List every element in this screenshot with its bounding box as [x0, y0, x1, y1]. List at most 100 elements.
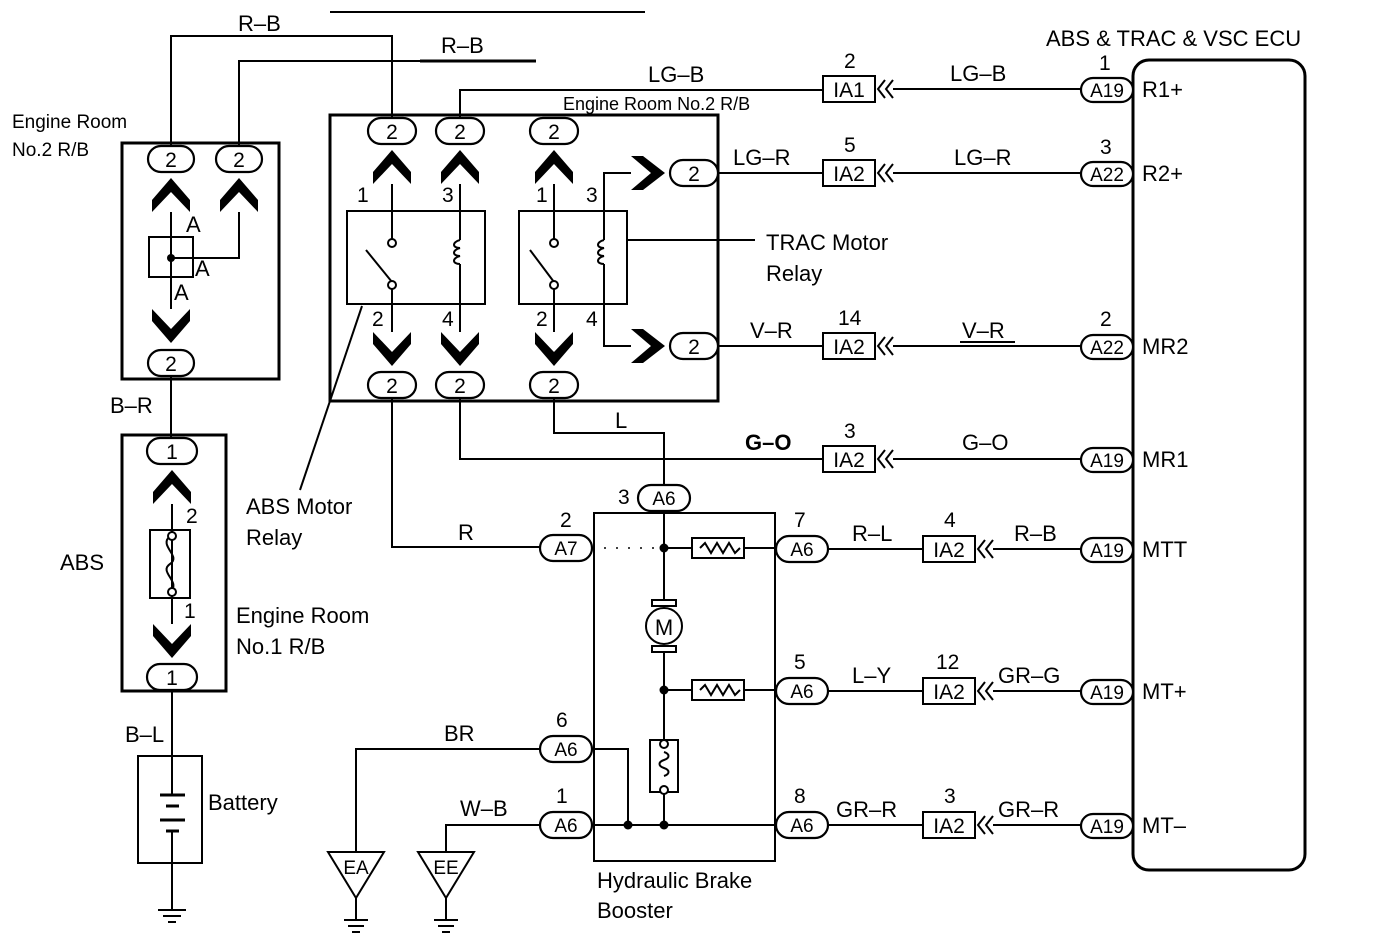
abs-pin-2: 2	[186, 505, 198, 528]
abs-label: ABS	[60, 550, 104, 575]
svg-text:IA2: IA2	[833, 449, 865, 472]
svg-text:2: 2	[548, 375, 560, 398]
svg-text:A6: A6	[554, 740, 577, 761]
conn-ia2-mtp: IA2 12	[922, 651, 976, 705]
wire-label-ly: L–Y	[852, 663, 891, 688]
svg-text:6: 6	[556, 709, 568, 732]
svg-text:2: 2	[454, 121, 466, 144]
svg-text:A6: A6	[652, 489, 675, 510]
svg-text:2: 2	[548, 121, 560, 144]
conn-a6-ly: A6 5	[774, 651, 830, 706]
trac-relay-switch	[529, 249, 555, 283]
engine-room-1-label: Engine Room	[236, 603, 369, 628]
svg-text:1: 1	[166, 667, 178, 690]
engine-room-2-inner-label: Engine Room No.2 R/B	[563, 94, 750, 114]
ecu-conn-r1: A19 1	[1079, 52, 1135, 104]
er2-pill-top-right: 2	[214, 144, 264, 174]
svg-text:A7: A7	[554, 539, 577, 560]
svg-text:2: 2	[844, 50, 856, 73]
svg-text:2: 2	[1100, 308, 1112, 331]
svg-text:4: 4	[944, 509, 956, 532]
wire-label-rb-top: R–B	[238, 11, 281, 36]
relay2-pin-3: 3	[586, 184, 598, 207]
ground-ee: EE	[416, 851, 476, 933]
er2-down-arrow	[152, 309, 190, 343]
conn-ia2-mtm: IA2 3	[922, 785, 976, 839]
svg-text:2: 2	[688, 336, 700, 359]
wire-label-grr-right: GR–R	[998, 797, 1059, 822]
trac-motor-relay-label: TRAC Motor	[766, 230, 888, 255]
ecu-pin-mtp: MT+	[1142, 679, 1187, 704]
wire-label-br-bottom: BR	[444, 721, 475, 746]
wire-label-rl: R–L	[852, 521, 892, 546]
conn-ia2-mtt: IA2 4	[922, 509, 976, 563]
svg-text:EE: EE	[433, 858, 458, 879]
engine-room-2-box	[120, 141, 281, 381]
wire-label-vr-right: V–R	[962, 318, 1005, 343]
wire-label-go-right: G–O	[962, 430, 1008, 455]
svg-text:A19: A19	[1090, 683, 1124, 704]
label-a-mid: A	[195, 256, 210, 281]
ecu-conn-r2: A22 3	[1079, 136, 1135, 188]
motor-icon	[645, 607, 683, 645]
resistor-top	[691, 537, 745, 559]
svg-text:12: 12	[936, 651, 959, 674]
svg-text:1: 1	[1099, 52, 1111, 75]
er1-pill-bottom: 1	[145, 662, 199, 692]
relay1-pin-2: 2	[372, 308, 384, 331]
label-a-bottom: A	[174, 280, 189, 305]
wire-label-lgr-right: LG–R	[954, 145, 1011, 170]
wire-label-grg: GR–G	[998, 663, 1060, 688]
svg-text:IA1: IA1	[833, 79, 865, 102]
ecu-pin-r2: R2+	[1142, 161, 1183, 186]
svg-text:A6: A6	[554, 816, 577, 837]
svg-text:IA2: IA2	[933, 681, 965, 704]
ecu-pin-r1: R1+	[1142, 77, 1183, 102]
trac-motor-relay-sublabel: Relay	[766, 261, 822, 286]
conn-a7: A7 2	[538, 509, 594, 563]
svg-text:5: 5	[794, 651, 806, 674]
conn-ia2-vr: IA2 14	[822, 307, 876, 360]
svg-text:8: 8	[794, 785, 806, 808]
svg-text:3: 3	[618, 486, 630, 509]
ecu-title: ABS & TRAC & VSC ECU	[1046, 26, 1301, 51]
wire-label-wb: W–B	[460, 796, 508, 821]
ecu-conn-mr1: A19	[1079, 446, 1135, 474]
abs-fuse-box	[149, 529, 191, 599]
conn-ia2-lgr: IA2 5	[822, 134, 876, 187]
abs-fuse-icon	[165, 535, 175, 593]
svg-text:2: 2	[560, 509, 572, 532]
svg-text:2: 2	[233, 149, 245, 172]
svg-text:A22: A22	[1090, 338, 1124, 359]
abs-pin-1: 1	[184, 600, 196, 623]
battery-ground-icon	[158, 909, 186, 923]
relay-pill-right-top: 2	[668, 158, 720, 188]
wire-label-rb-mtt: R–B	[1014, 521, 1057, 546]
wire-label-r: R	[458, 520, 474, 545]
svg-text:3: 3	[1100, 136, 1112, 159]
er2-pill-bottom: 2	[146, 348, 196, 378]
svg-text:A19: A19	[1090, 817, 1124, 838]
svg-text:IA2: IA2	[833, 336, 865, 359]
wire-label-br: B–R	[110, 393, 153, 418]
relay2-pin-2: 2	[536, 308, 548, 331]
wire-label-l: L	[615, 408, 627, 433]
svg-text:A19: A19	[1090, 451, 1124, 472]
svg-text:A6: A6	[790, 682, 813, 703]
svg-text:A19: A19	[1090, 541, 1124, 562]
chevrons	[876, 79, 994, 835]
ecu-conn-mtt: A19	[1079, 536, 1135, 564]
hydraulic-label: Hydraulic Brake	[597, 868, 752, 893]
abs-relay-coil	[453, 239, 461, 265]
svg-text:3: 3	[944, 785, 956, 808]
svg-text:A22: A22	[1090, 165, 1124, 186]
svg-text:EA: EA	[343, 858, 369, 879]
svg-text:7: 7	[794, 509, 806, 532]
svg-text:A19: A19	[1090, 81, 1124, 102]
battery-label: Battery	[208, 790, 278, 815]
relay1-pin-4: 4	[442, 308, 454, 331]
svg-text:2: 2	[165, 353, 177, 376]
relay-pill-top-2: 2	[434, 116, 486, 146]
er2-up-arrow-left	[152, 178, 190, 212]
conn-ia1: IA1 2	[822, 50, 876, 103]
